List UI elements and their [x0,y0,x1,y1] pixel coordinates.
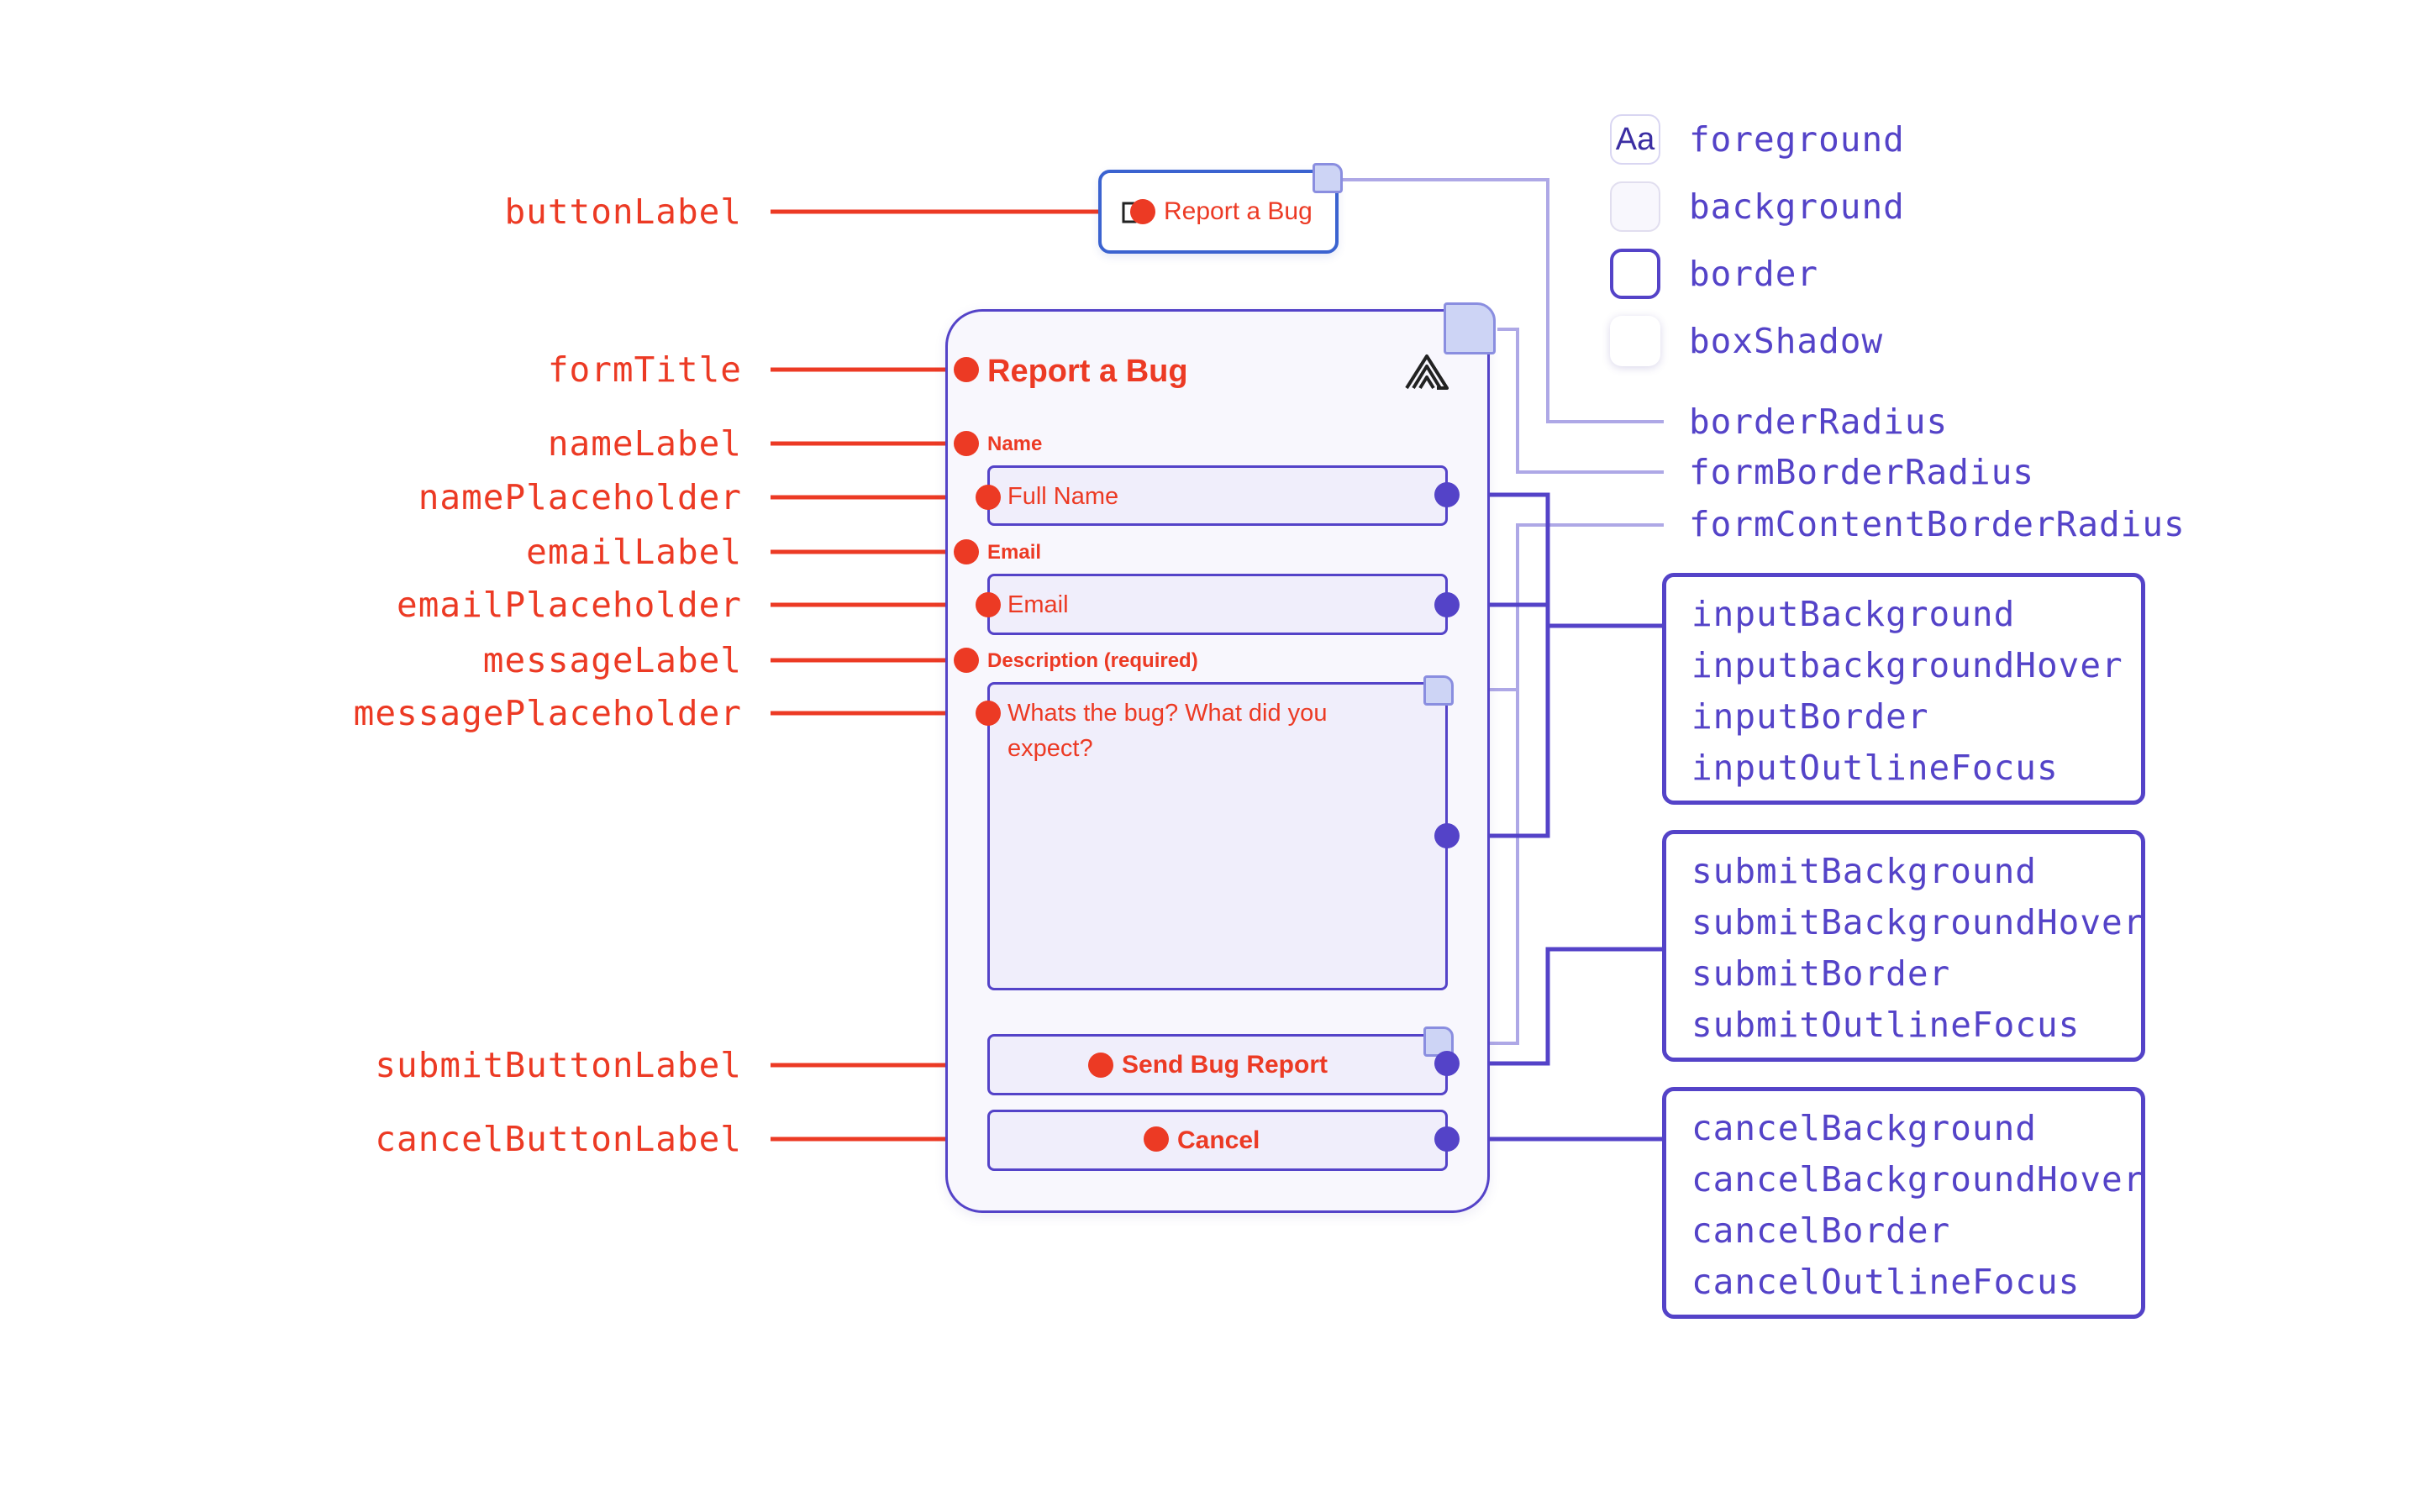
name-placeholder-dot [976,485,1001,510]
cancel-button[interactable] [987,1110,1448,1171]
form-content-border-radius-label: formContentBorderRadius [1689,504,2186,544]
cancel-button-label: Cancel [1177,1126,1260,1154]
message-input-dot [1434,823,1460,848]
cancel-property: cancelBorder [1691,1210,1951,1251]
background-swatch [1610,181,1660,232]
email-label-annotation: emailLabel [526,532,742,572]
message-label-dot [954,648,979,673]
cancel-property: cancelBackgroundHover [1691,1159,2145,1200]
form-radius-marker [1444,302,1496,354]
cancel-properties-box: cancelBackground cancelBackgroundHover c… [1662,1087,2145,1319]
input-properties-box: inputBackground inputbackgroundHover inp… [1662,573,2145,805]
cancel-property: cancelBackground [1691,1108,2037,1148]
message-placeholder-dot [976,701,1001,726]
cancel-label-annotation: cancelButtonLabel [375,1119,742,1159]
name-placeholder: Full Name [1007,483,1119,510]
input-property: inputBorder [1691,696,1929,737]
foreground-label: foreground [1689,119,1905,160]
message-placeholder-annotation: messagePlaceholder [353,693,742,733]
report-bug-button-label: Report a Bug [1164,197,1313,225]
sentry-logo-icon [1405,354,1449,390]
name-label-annotation: nameLabel [547,423,742,464]
name-input[interactable] [987,465,1448,526]
submit-button-label: Send Bug Report [1122,1051,1328,1079]
message-label-annotation: messageLabel [482,640,742,680]
form-border-radius-connector [1497,328,1664,474]
name-placeholder-annotation: namePlaceholder [418,477,742,517]
form-border-radius-label: formBorderRadius [1689,452,2034,492]
box-shadow-label: boxShadow [1689,321,1884,361]
message-textarea[interactable] [987,682,1448,990]
submit-properties-box: submitBackground submitBackgroundHover s… [1662,830,2145,1062]
input-property: inputbackgroundHover [1691,645,2123,685]
email-placeholder: Email [1007,591,1069,618]
box-shadow-swatch [1610,316,1660,366]
submit-button-dot [1434,1051,1460,1076]
border-radius-connector [1340,178,1664,423]
submit-property: submitOutlineFocus [1691,1005,2081,1045]
email-placeholder-annotation: emailPlaceholder [397,585,742,625]
cancel-button-dot [1434,1126,1460,1152]
foreground-swatch: Aa [1610,114,1660,165]
submit-property: submitBackground [1691,851,2037,891]
name-label: Name [987,433,1043,455]
message-placeholder: Whats the bug? What did you expect? [1007,700,1328,762]
email-input-dot [1434,592,1460,617]
email-label: Email [987,541,1042,564]
email-placeholder-dot [976,592,1001,617]
content-radius-marker [1423,675,1454,706]
submit-label-dot [1088,1053,1113,1078]
button-radius-marker [1313,163,1343,193]
submit-button[interactable] [987,1034,1448,1095]
border-swatch [1610,249,1660,299]
email-input[interactable] [987,574,1448,635]
submit-connector [1447,947,1662,1066]
name-input-connector [1447,492,1550,838]
button-label-annotation: buttonLabel [504,192,742,232]
name-label-dot [954,431,979,456]
button-label-dot [1130,199,1155,224]
form-title-annotation: formTitle [547,349,742,390]
cancel-label-dot [1144,1126,1169,1152]
form-content-radius-connector [1476,523,1664,1045]
form-title-dot [954,357,979,382]
submit-property: submitBackgroundHover [1691,902,2145,942]
form-title: Report a Bug [987,354,1188,389]
background-label: background [1689,186,1905,227]
input-property: inputOutlineFocus [1691,748,2059,788]
submit-property: submitBorder [1691,953,1951,994]
name-input-dot [1434,482,1460,507]
cancel-property: cancelOutlineFocus [1691,1262,2081,1302]
email-label-dot [954,539,979,564]
message-label: Description (required) [987,649,1198,672]
input-property: inputBackground [1691,594,2016,634]
border-radius-label: borderRadius [1689,402,1949,442]
border-label: border [1689,254,1819,294]
submit-label-annotation: submitButtonLabel [375,1045,742,1085]
